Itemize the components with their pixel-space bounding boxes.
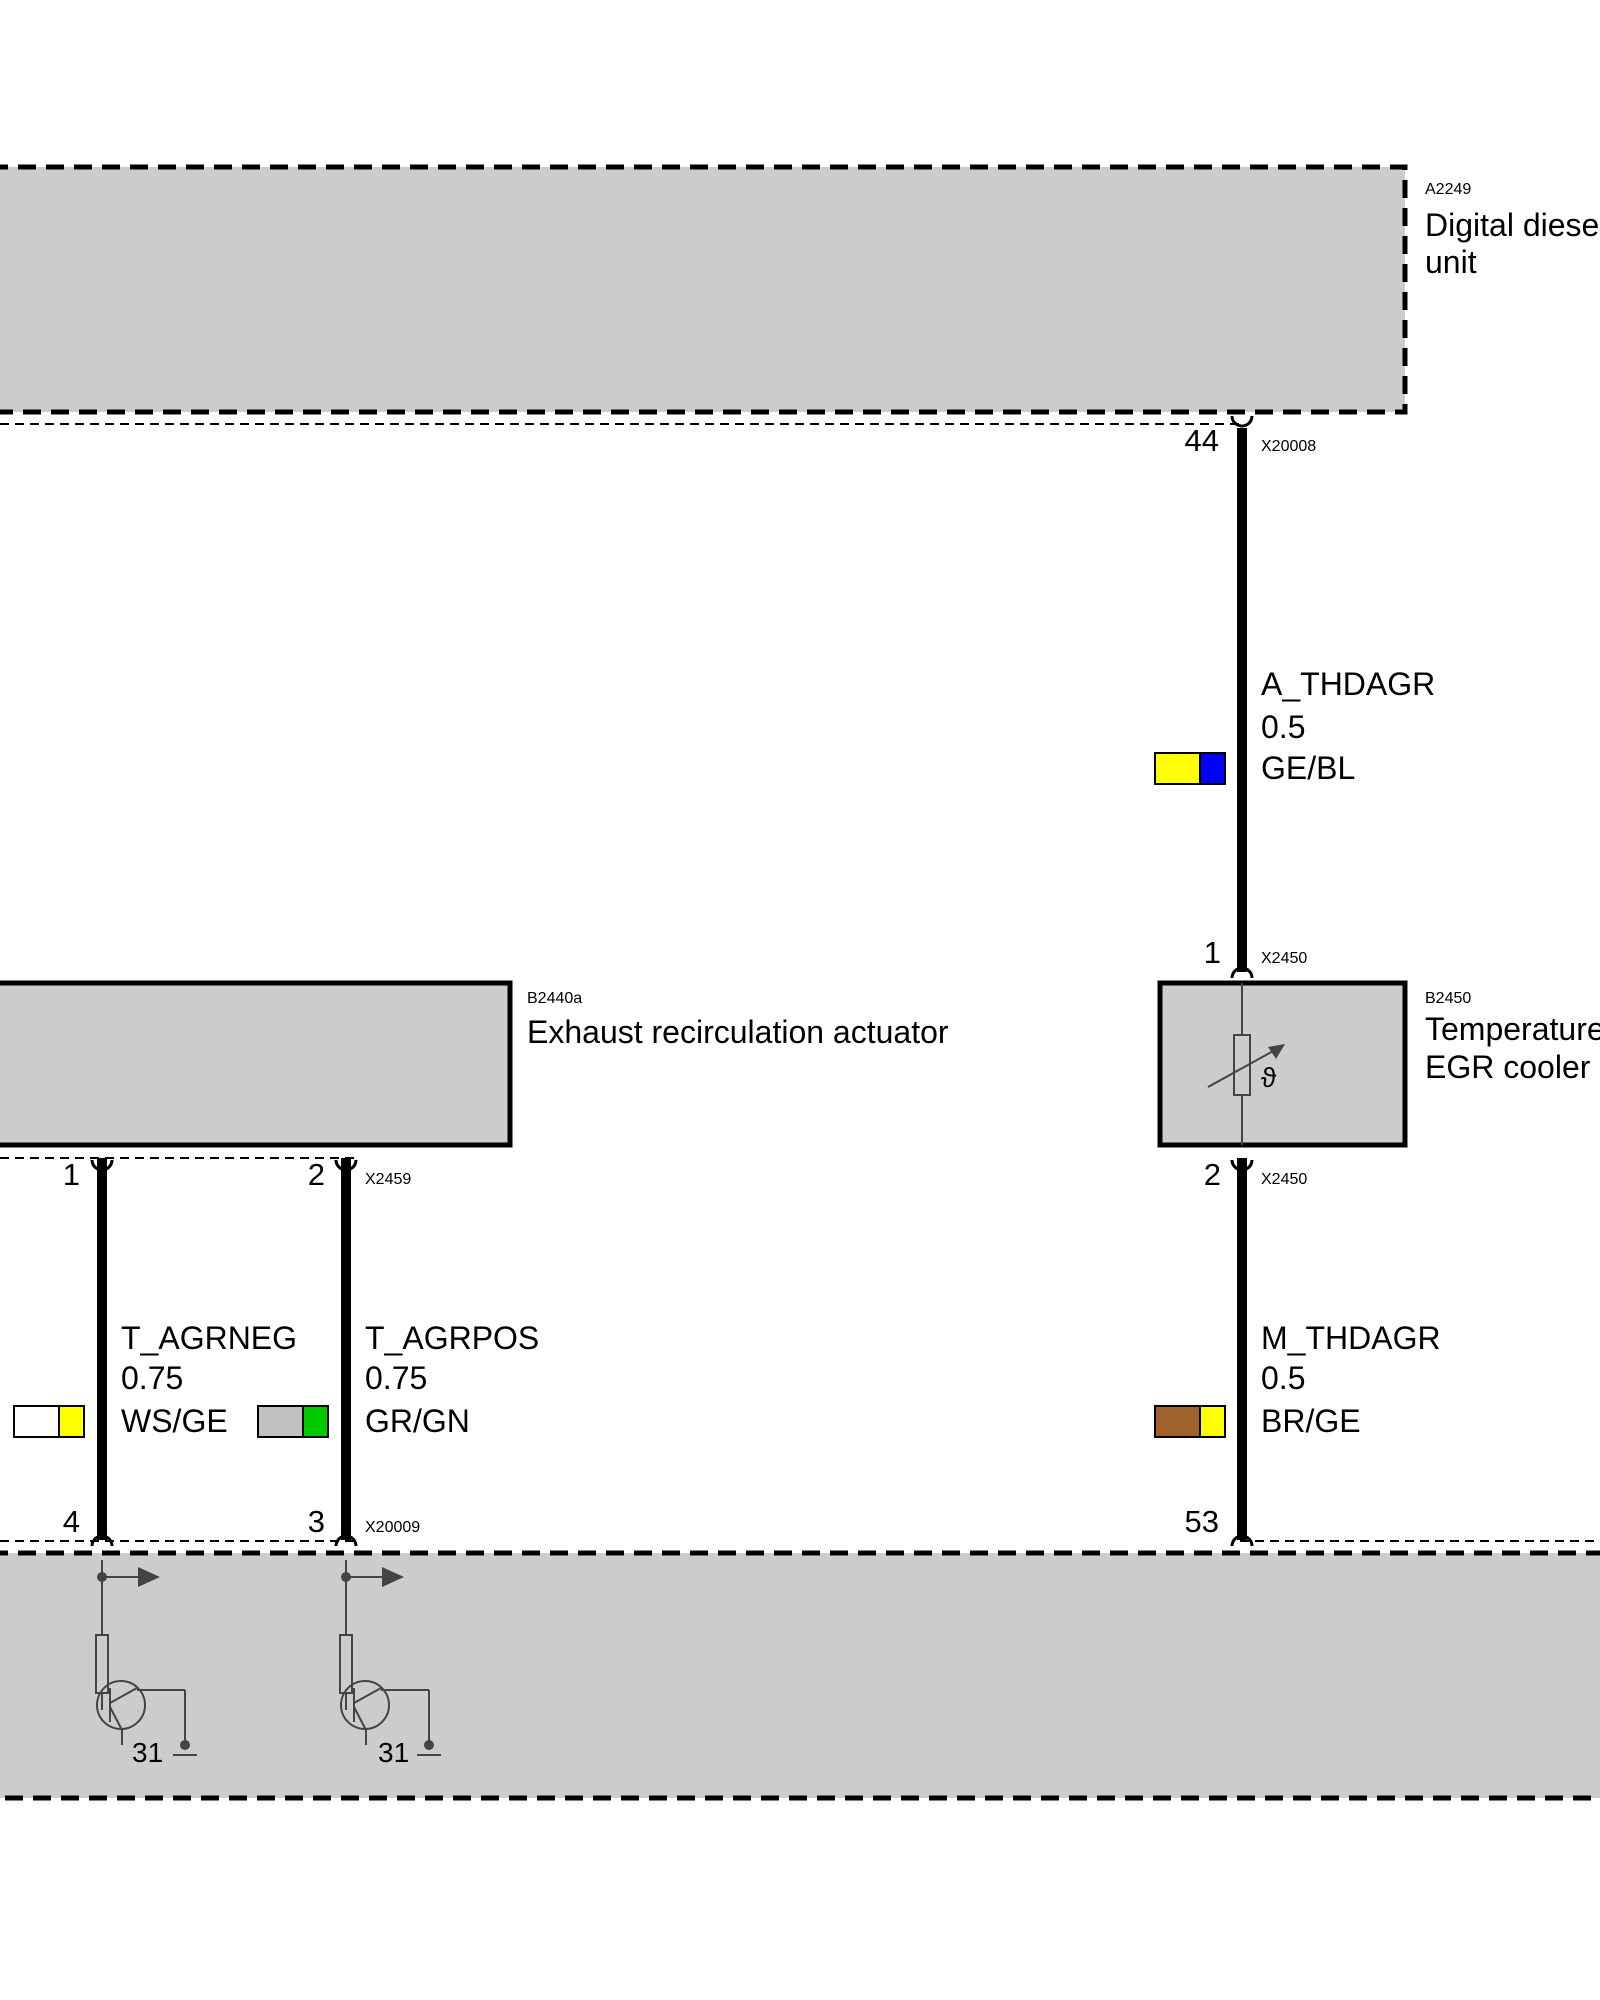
wire-size: 0.5 — [1261, 1360, 1305, 1396]
ecu-name: Digital diesel — [1425, 207, 1600, 243]
connector-label: X2459 — [365, 1171, 411, 1188]
transistor-driver-icon — [339, 1560, 441, 1756]
pin-number: 2 — [1204, 1157, 1221, 1192]
swatch-ws-ge — [13, 1405, 85, 1438]
swatch-ge-bl — [1154, 752, 1226, 785]
connector-label: X20009 — [365, 1519, 420, 1536]
temperature-symbol: ϑ — [1261, 1062, 1277, 1093]
wire-size: 0.75 — [365, 1360, 427, 1396]
transistor-driver-icon — [95, 1560, 197, 1756]
wire-signal-name: T_AGRNEG — [121, 1320, 297, 1356]
pin-number: 3 — [308, 1504, 325, 1539]
wire-color-code: GE/BL — [1261, 750, 1355, 786]
terminal-symbol — [1230, 1534, 1254, 1547]
terminal-symbol — [90, 1159, 114, 1172]
wire-color-code: BR/GE — [1261, 1403, 1361, 1439]
pin-number: 2 — [308, 1157, 325, 1192]
connector-label: X2450 — [1261, 1171, 1307, 1188]
actuator-code: B2440a — [527, 990, 582, 1007]
actuator-box — [0, 980, 513, 1148]
ground-label: 31 — [132, 1737, 163, 1768]
ecu-code: A2249 — [1425, 181, 1471, 198]
wire-color-code: WS/GE — [121, 1403, 228, 1439]
terminal-symbol — [1230, 966, 1254, 979]
sensor-name: EGR cooler — [1425, 1049, 1591, 1085]
terminal-symbol — [334, 1534, 358, 1547]
ecu-name: unit — [1425, 244, 1477, 280]
sensor-name: Temperature — [1425, 1011, 1600, 1047]
connector-label: X2450 — [1261, 950, 1307, 967]
swatch-br-ge — [1154, 1405, 1226, 1438]
terminal-symbol — [1230, 415, 1254, 428]
pin-number: 1 — [1204, 935, 1221, 970]
ecu-box-top — [0, 164, 1408, 415]
pin-number: 44 — [1185, 423, 1219, 458]
pin-number: 53 — [1185, 1504, 1219, 1539]
pin-number: 1 — [63, 1157, 80, 1192]
wire-size: 0.75 — [121, 1360, 183, 1396]
ecu-box-bottom — [0, 1550, 1600, 1801]
pin-number: 4 — [63, 1504, 80, 1539]
terminal-symbol — [1230, 1159, 1254, 1172]
wire-signal-name: M_THDAGR — [1261, 1320, 1441, 1356]
connector-label: X20008 — [1261, 438, 1316, 455]
thermistor-icon — [1207, 983, 1285, 1145]
actuator-name: Exhaust recirculation actuator — [527, 1014, 949, 1050]
sensor-code: B2450 — [1425, 990, 1471, 1007]
wire-color-code: GR/GN — [365, 1403, 470, 1439]
terminal-symbol — [334, 1159, 358, 1172]
sensor-box — [1157, 980, 1408, 1148]
ground-label: 31 — [378, 1737, 409, 1768]
wire-signal-name: T_AGRPOS — [365, 1320, 539, 1356]
terminal-symbol — [90, 1534, 114, 1547]
wire-signal-name: A_THDAGR — [1261, 666, 1435, 702]
wire-size: 0.5 — [1261, 709, 1305, 745]
swatch-gr-gn — [257, 1405, 329, 1438]
